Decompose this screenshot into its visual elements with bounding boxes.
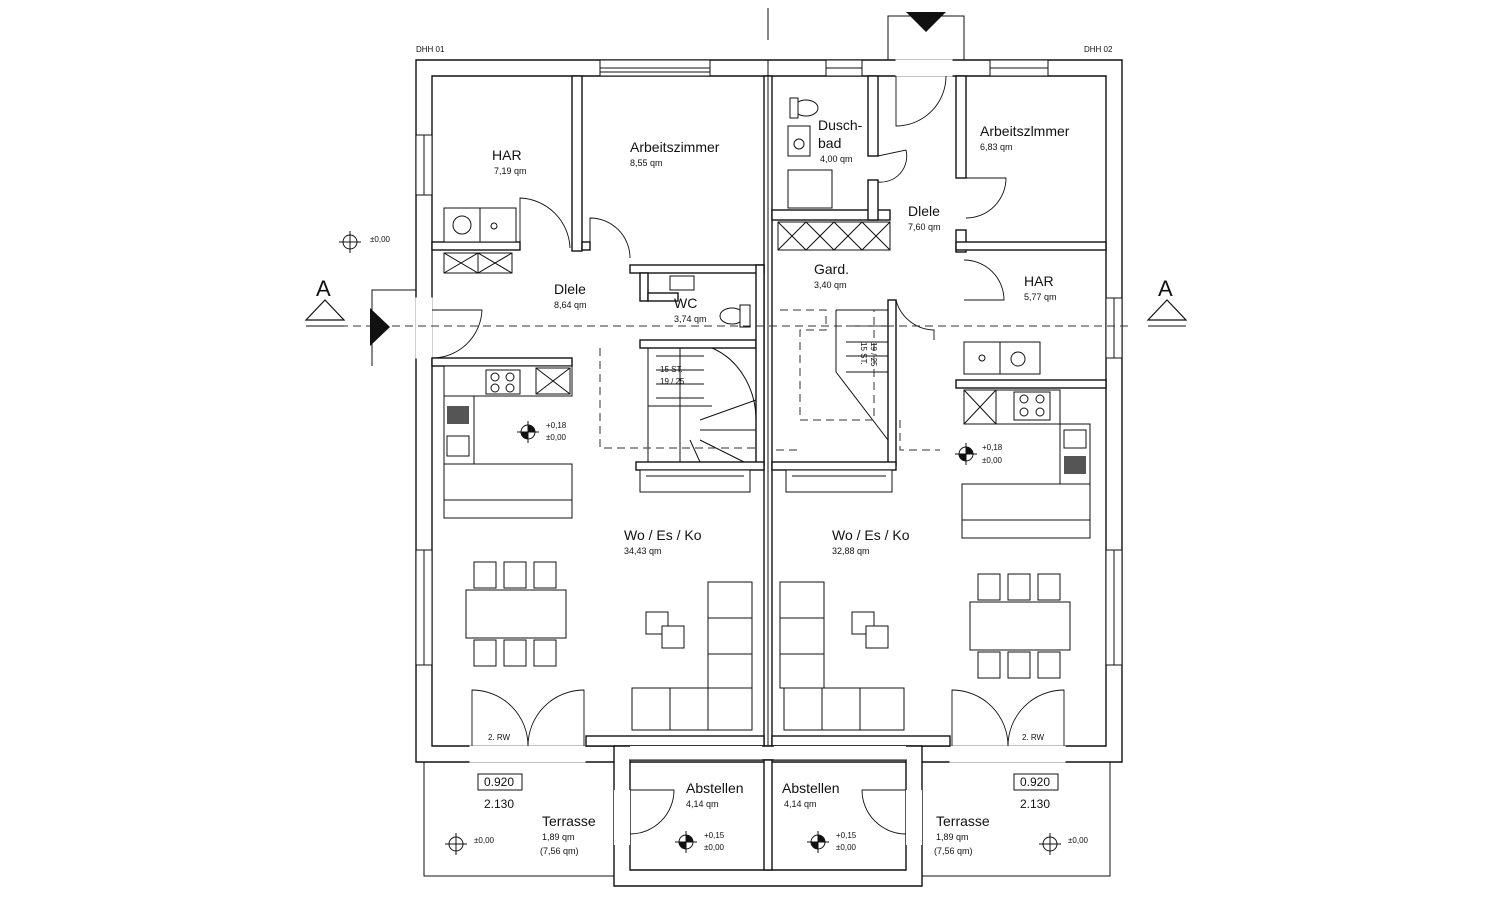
room-name-abst-2: Abstellen [782,780,840,796]
room-name-bad-2: Dusch- [818,117,863,133]
stair-steps-right: 15 ST. [859,342,868,365]
room-name-bad-2b: bad [818,135,841,151]
stair-steps-left: 15 ST. [660,365,683,374]
stair-left [599,347,760,463]
level-inside-top-right: +0,18 [982,443,1003,452]
room-area-diele-1: 8,64 qm [554,300,587,310]
room-name-gard-2: Gard. [814,261,849,277]
room-area-har-2: 5,77 qm [1024,292,1057,302]
room-name-terr-1: Terrasse [542,813,596,829]
room-name-wo-1: Wo / Es / Ko [624,527,702,543]
room-area-arbeit-2: 6,83 qm [980,142,1013,152]
level-inside-top-left: +0,18 [546,421,567,430]
interior-walls-right [771,75,1107,747]
house-label-right: DHH 02 [1084,45,1113,54]
fixtures-left [443,207,753,731]
room-area-har-1: 7,19 qm [494,166,527,176]
stair-ratio-left: 19 / 25 [660,377,685,386]
window-height-box-left [477,773,523,791]
room-name-wc-1: WC [674,295,697,311]
room-area-wo-1: 34,43 qm [624,546,662,556]
window-height-bottom-right: 2.130 [1020,797,1050,811]
room-area-abst-2: 4,14 qm [784,799,817,809]
room-area2-terr-2: (7,56 qm) [934,846,973,856]
level-store-top-right: +0,15 [836,831,857,840]
rw-label-left: 2. RW [488,733,511,742]
room-name-arbeit-2: Arbeitszlmmer [980,123,1070,139]
rw-label-right: 2. RW [1022,733,1045,742]
room-area-terr-2: 1,89 qm [936,832,969,842]
room-area-abst-1: 4,14 qm [686,799,719,809]
room-area-arbeit-1: 8,55 qm [630,158,663,168]
level-store-bottom-left: ±0,00 [704,843,725,852]
room-name-har-1: HAR [492,147,522,163]
room-name-terr-2: Terrasse [936,813,990,829]
section-label-right: A [1158,276,1173,301]
level-terrace-left: ±0,00 [474,836,495,845]
section-label-left: A [316,276,331,301]
stair-ratio-right: 19 / 25 [869,342,878,367]
room-area-wc-1: 3,74 qm [674,314,707,324]
level-terrace-right: ±0,00 [1068,836,1089,845]
room-name-arbeit-1: Arbeitszimmer [630,139,720,155]
outer-wall [415,59,1123,763]
level-inside-bottom-right: ±0,00 [982,456,1003,465]
room-name-har-2: HAR [1024,273,1054,289]
interior-walls-left [431,75,765,747]
room-area-bad-2: 4,00 qm [820,154,853,164]
room-area-diele-2: 7,60 qm [908,222,941,232]
storage-annex [613,745,923,887]
window-height-box-right [1013,773,1059,791]
section-line [304,8,1188,366]
room-area-terr-1: 1,89 qm [542,832,575,842]
room-name-diele-1: Dlele [554,281,586,297]
window-height-bottom-left: 2.130 [484,797,514,811]
level-inside-bottom-left: ±0,00 [546,433,567,442]
room-area-gard-2: 3,40 qm [814,280,847,290]
house-label-left: DHH 01 [416,45,445,54]
window-height-top-right: 0.920 [1020,775,1050,789]
level-outside-left: ±0,00 [370,235,391,244]
stair-right [776,309,940,451]
level-store-bottom-right: ±0,00 [836,843,857,852]
room-name-abst-1: Abstellen [686,780,744,796]
window-height-top-left: 0.920 [484,775,514,789]
room-area2-terr-1: (7,56 qm) [540,846,579,856]
outer-walls [415,59,1123,763]
fixtures-right [777,97,1091,731]
room-name-diele-2: Dlele [908,203,940,219]
room-name-wo-2: Wo / Es / Ko [832,527,910,543]
terraces [423,762,1111,877]
room-area-wo-2: 32,88 qm [832,546,870,556]
doors [431,75,1065,835]
level-symbols [339,231,1061,855]
level-store-top-left: +0,15 [704,831,725,840]
